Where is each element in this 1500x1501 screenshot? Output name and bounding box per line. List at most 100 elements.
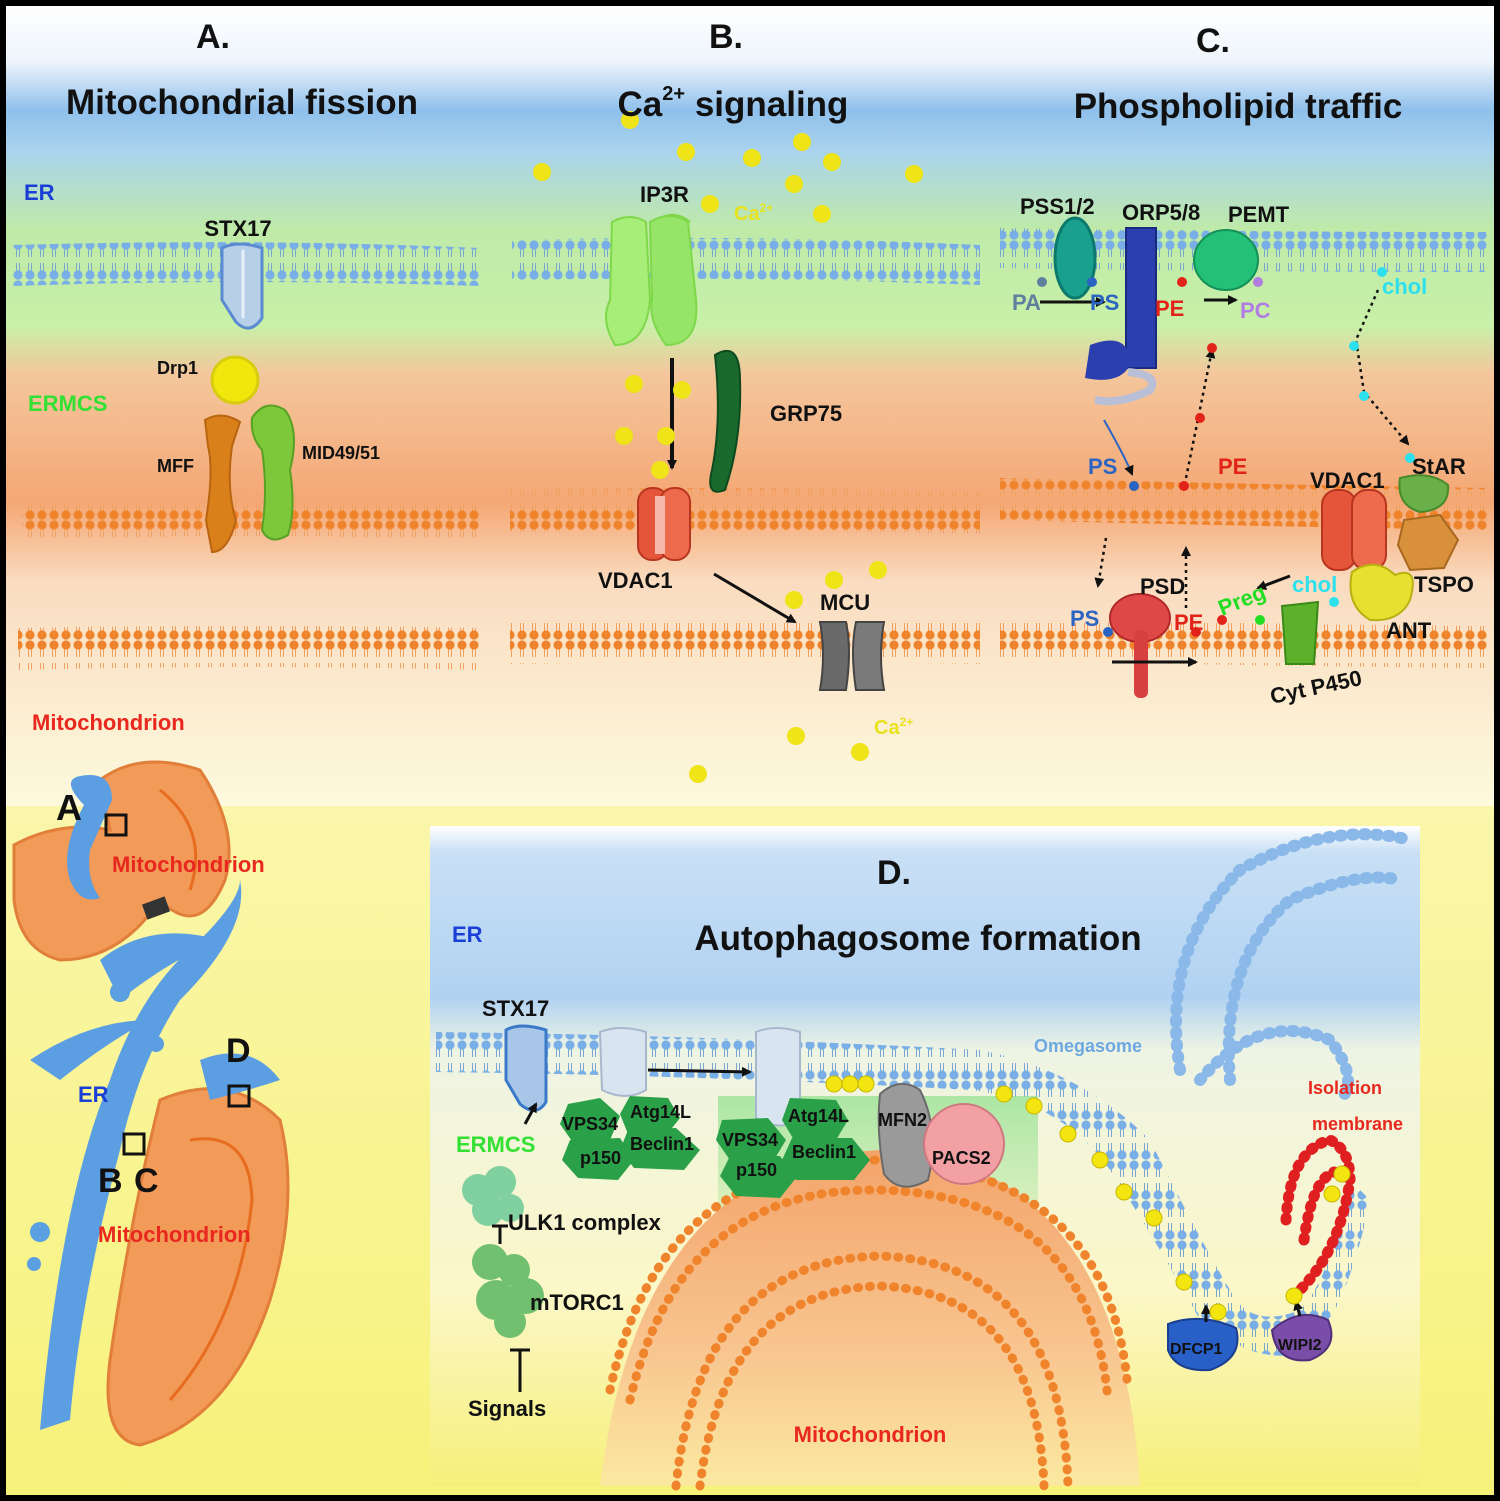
panel-a-er-label: ER xyxy=(24,180,55,205)
ps-inward-arrow xyxy=(1094,537,1108,588)
mito-outer-membrane-b xyxy=(510,488,980,534)
vdac-to-mcu-arrow xyxy=(713,572,797,624)
wipi2-label: WIPI2 xyxy=(1278,1337,1322,1354)
vdac1-label-b: VDAC1 xyxy=(598,568,673,593)
ermcs-stx17-arrow xyxy=(523,1102,538,1125)
omegasome-loop xyxy=(1170,828,1416,1106)
orp5-8-protein xyxy=(1125,227,1157,369)
chol-import-arrow xyxy=(1256,574,1291,590)
grp75-label: GRP75 xyxy=(770,401,842,426)
vdac1-label-c: VDAC1 xyxy=(1310,468,1385,493)
mff-label: MFF xyxy=(157,456,194,476)
p150-label-2: p150 xyxy=(736,1160,777,1180)
pemt-protein xyxy=(1193,229,1259,291)
mito-inner-membrane-a xyxy=(18,626,480,670)
er-membrane-b xyxy=(512,237,980,285)
mito-dome-inner-membrane xyxy=(671,1251,1073,1491)
tspo-protein xyxy=(1396,513,1460,572)
pa-label: PA xyxy=(1012,290,1041,315)
er-tubule-top xyxy=(67,775,112,900)
ulk1-complex-label: ULK1 complex xyxy=(508,1210,662,1235)
pi3p-lipids xyxy=(825,1075,1351,1321)
calcium-label-top: Ca2+ xyxy=(734,201,773,225)
mitochondrion-bottom xyxy=(106,1087,290,1447)
panel-a-mito-label: Mitochondrion xyxy=(32,710,185,735)
calcium-ions xyxy=(533,111,923,783)
vps34-complex-2 xyxy=(716,1098,870,1198)
er-branch-3 xyxy=(200,1053,280,1100)
mito-bottom-cristae xyxy=(168,1137,254,1401)
psd-label: PSD xyxy=(1140,574,1185,599)
drp1-protein xyxy=(210,355,260,405)
star-protein xyxy=(1398,474,1450,514)
ps-transfer-arrow xyxy=(1103,419,1134,476)
atg14l-label-1: Atg14L xyxy=(630,1102,691,1122)
ps-label-imm: PS xyxy=(1070,606,1099,631)
pi3k-channel-1 xyxy=(598,1027,647,1097)
panel-c-title: Phospholipid traffic xyxy=(1074,87,1403,126)
signals-inhibition xyxy=(510,1348,530,1392)
mfn2-protein xyxy=(877,1083,934,1188)
cyt-p450-protein xyxy=(1280,600,1320,665)
panel-a-ermcs-label: ERMCS xyxy=(28,391,107,416)
mff-protein xyxy=(203,414,242,554)
er-branch-2 xyxy=(100,933,220,1000)
panel-d-ermcs-label: ERMCS xyxy=(456,1132,535,1157)
pe-label-omm: PE xyxy=(1218,454,1247,479)
pacs2-protein xyxy=(923,1103,1005,1185)
omegasome-label: Omegasome xyxy=(1034,1036,1142,1056)
dfcp1-protein xyxy=(1167,1317,1239,1372)
wipi2-arrow xyxy=(1293,1300,1304,1317)
orp5-8-label: ORP5/8 xyxy=(1122,200,1200,225)
pc-label: PC xyxy=(1240,298,1271,323)
pss1-2-protein xyxy=(1053,216,1097,300)
dfcp1-label: DFCP1 xyxy=(1170,1341,1223,1358)
grp75-protein xyxy=(709,349,742,493)
mid49-51-protein xyxy=(250,404,295,541)
beclin1-label-1: Beclin1 xyxy=(630,1134,694,1154)
calcium-label-bottom: Ca2+ xyxy=(874,715,913,739)
pss1-2-label: PSS1/2 xyxy=(1020,194,1095,219)
mito-dome-outer-membrane xyxy=(605,1155,1133,1395)
er-network xyxy=(40,880,242,1430)
stx17-label-d: STX17 xyxy=(482,996,549,1021)
mid49-51-label: MID49/51 xyxy=(302,443,380,463)
chol-label-imm: chol xyxy=(1292,572,1337,597)
ps-label-er: PS xyxy=(1090,290,1119,315)
panel-d-mito-label: Mitochondrion xyxy=(794,1422,947,1447)
overview-mito-top-label: Mitochondrion xyxy=(112,852,265,877)
ps-label-omm: PS xyxy=(1088,454,1117,479)
chol-transfer-arrow xyxy=(1354,289,1410,446)
mtorc1-label: mTORC1 xyxy=(530,1290,624,1315)
mtorc1-complex xyxy=(472,1244,544,1338)
chol-label-er: chol xyxy=(1382,274,1427,299)
vps34-label-2: VPS34 xyxy=(722,1130,778,1150)
pe-label-er: PE xyxy=(1155,296,1184,321)
contact-site-marker xyxy=(141,896,171,920)
isolation-label-2: membrane xyxy=(1312,1114,1403,1134)
er-branch-1 xyxy=(30,1020,150,1080)
box-a xyxy=(104,813,128,837)
wipi2-protein xyxy=(1270,1313,1333,1362)
panel-d-letter: D. xyxy=(877,854,911,892)
stx17-label-a: STX17 xyxy=(204,216,271,241)
panel-b-title: Ca2+ signaling xyxy=(618,83,849,124)
pi3p-production-arrow xyxy=(647,1066,752,1077)
ulk1-complex xyxy=(462,1166,524,1226)
overview-letter-b: B xyxy=(98,1162,123,1200)
box-bc xyxy=(122,1132,146,1156)
overview-letter-a: A xyxy=(56,787,82,828)
mito-top-cristae xyxy=(159,788,198,891)
overview-mito-bottom-label: Mitochondrion xyxy=(98,1222,251,1247)
pe-label-imm: PE xyxy=(1174,610,1203,635)
overview-er-label: ER xyxy=(78,1082,109,1107)
panel-a-letter: A. xyxy=(196,18,230,56)
mito-inner-membrane-b xyxy=(510,620,980,664)
ip3r-channel xyxy=(605,213,698,347)
overview-letter-d: D xyxy=(226,1032,251,1070)
psd-protein xyxy=(1109,593,1171,698)
overview-letter-c: C xyxy=(134,1162,159,1200)
panel-d-er-label: ER xyxy=(452,922,483,947)
